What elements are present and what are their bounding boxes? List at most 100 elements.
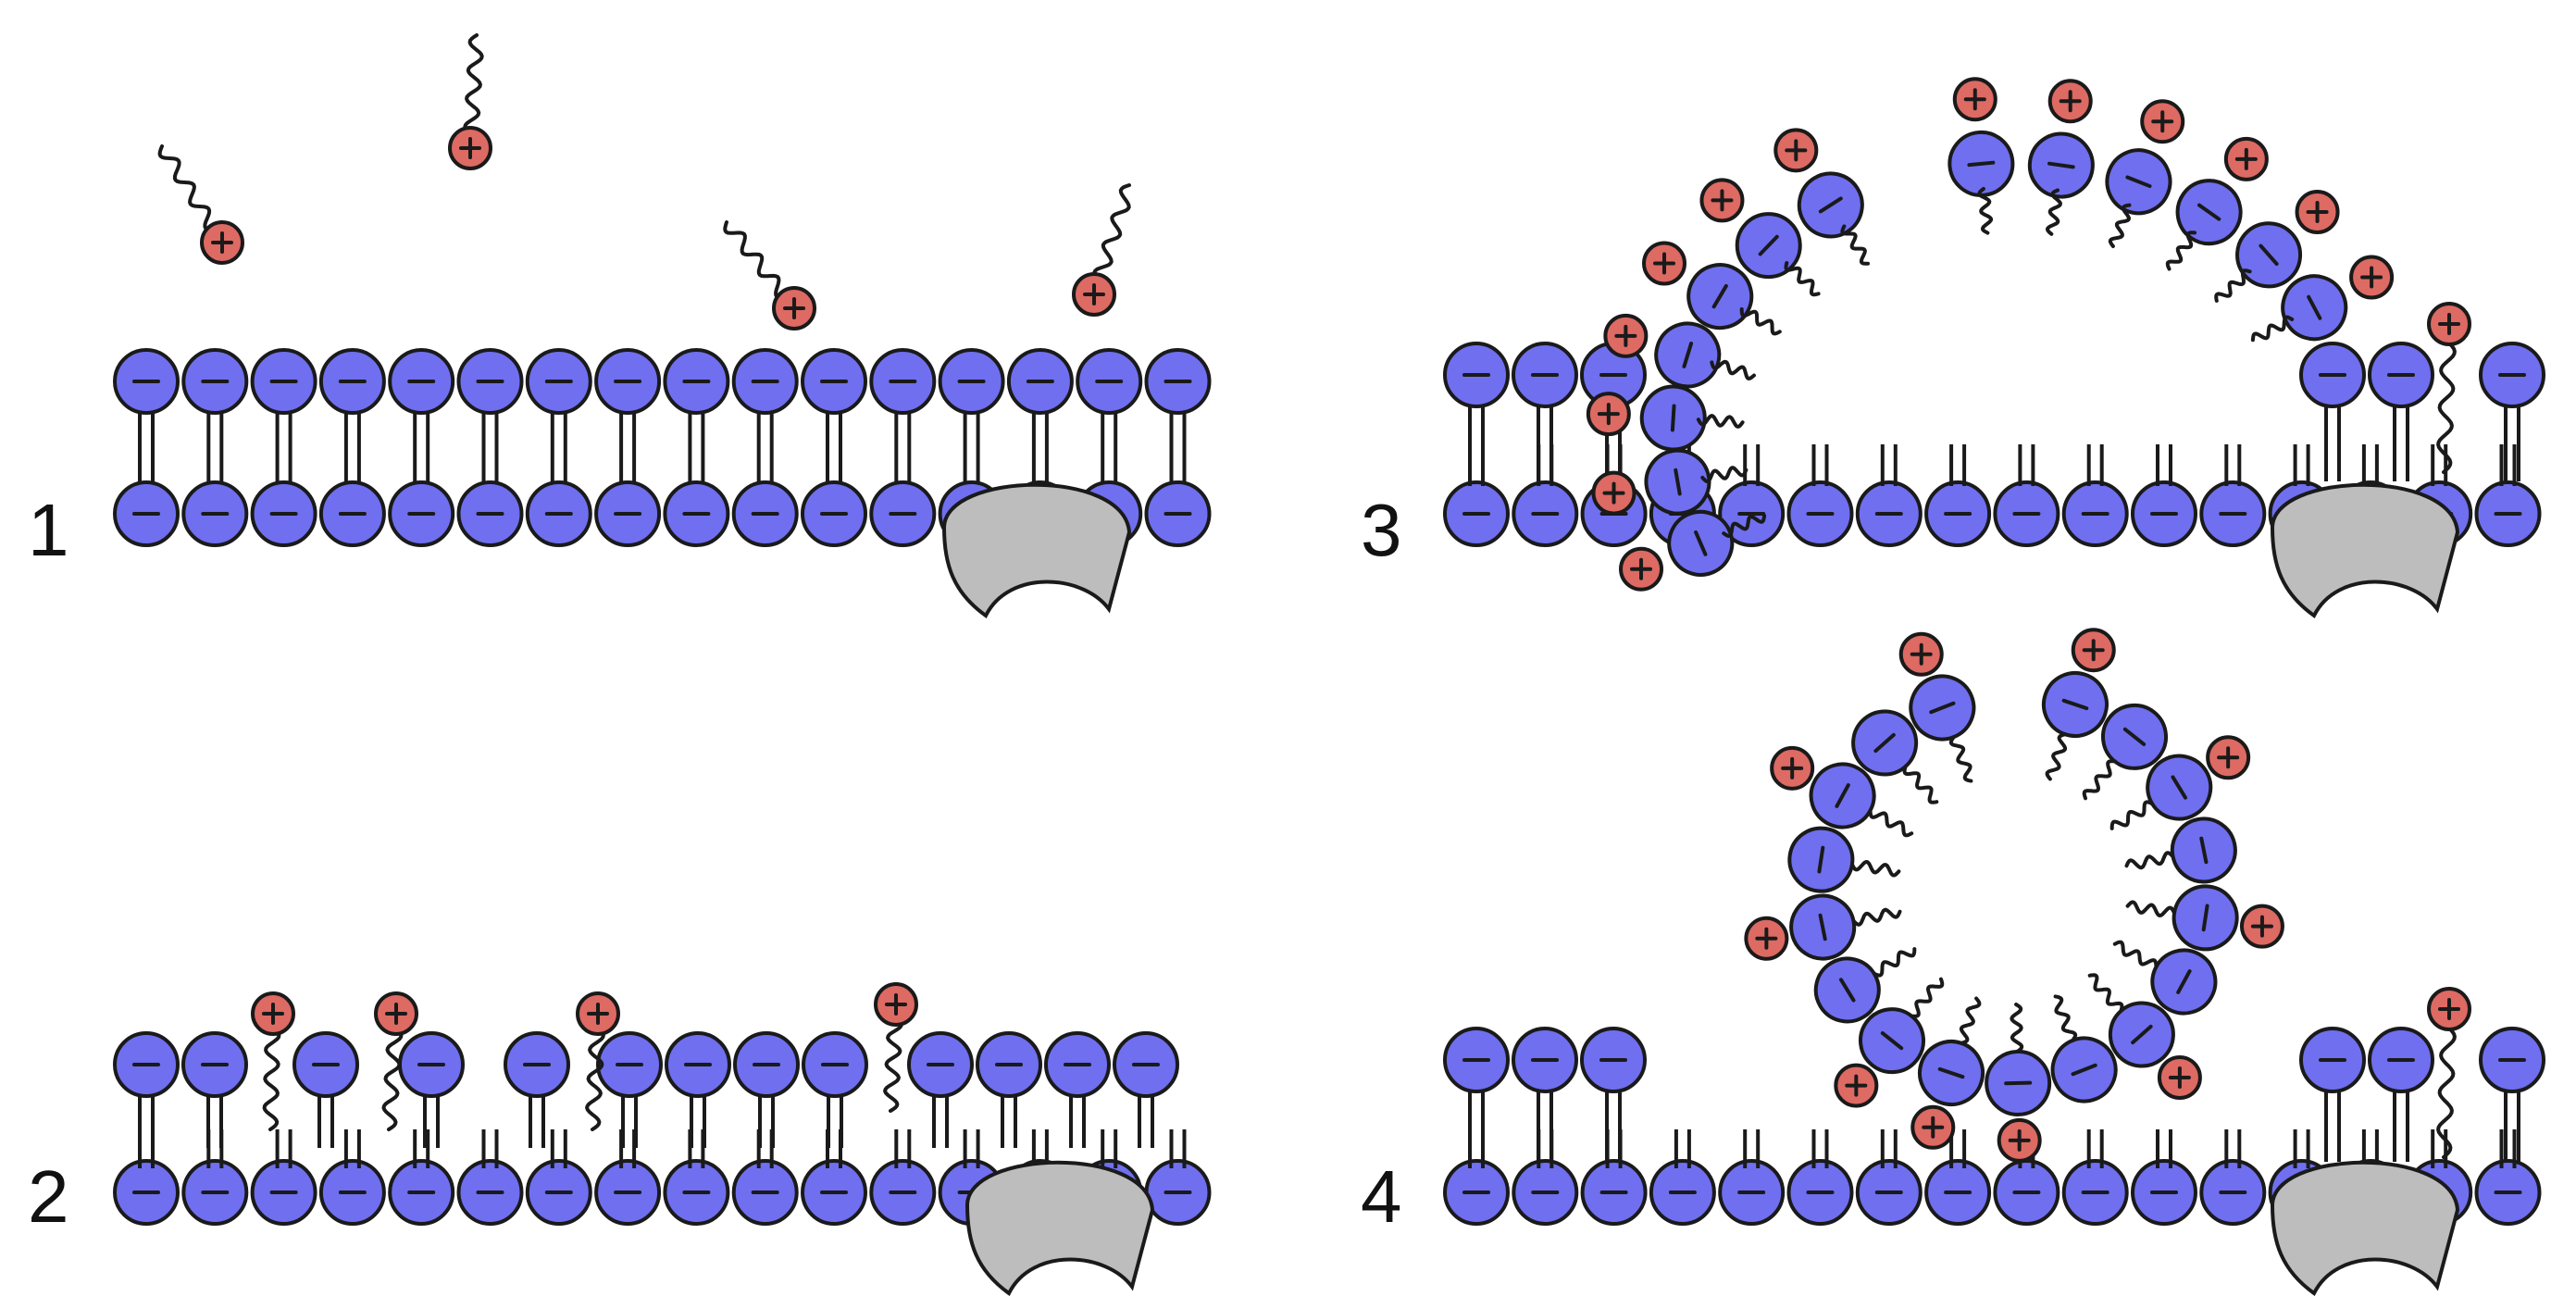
peptide-head-micelle: [1770, 745, 1815, 791]
lipid-tails: [2086, 444, 2104, 486]
peptide-head: [251, 991, 295, 1036]
lipid-tail-arc: [1739, 307, 1782, 336]
lipid-head-inner: [663, 480, 730, 547]
lipid-tail-micelle: [2112, 940, 2159, 969]
antimicrobial-peptide: [576, 991, 620, 1131]
lipid-head-inner: [181, 1159, 249, 1226]
panel-4: 4: [1361, 628, 2545, 1296]
panel-label: 1: [28, 489, 69, 571]
lipid-tail-micelle: [2082, 759, 2117, 801]
lipid-head-inner: [1443, 480, 1510, 547]
lipid-head-inner: [250, 1159, 317, 1226]
lipid-head-arc: [2175, 179, 2243, 246]
lipid-head-inner: [2131, 1159, 2197, 1226]
lipid-head-inner: [1718, 1159, 1786, 1226]
lipid-head-outer: [113, 348, 180, 415]
lipid-head-inner: [594, 1159, 662, 1226]
lipid-head-inner: [2061, 1159, 2129, 1226]
lipid-head-micelle: [2050, 1036, 2118, 1103]
lipid-head-inner: [1993, 1159, 2060, 1226]
lipid-head-inner: [801, 1159, 867, 1226]
lipid-head-outer: [181, 348, 249, 415]
lipid-head-outer: [1113, 1031, 1179, 1098]
lipid-tails: [2324, 407, 2341, 481]
lipid-tails: [2156, 1129, 2172, 1168]
lipid-tails: [1537, 1092, 1553, 1162]
lipid-head-inner: [1718, 480, 1786, 547]
lipid-head-outer: [292, 1031, 359, 1098]
lipid-head-micelle: [2172, 884, 2239, 952]
peptide-head-arc: [2047, 79, 2093, 124]
lipid-head-arc: [2027, 131, 2095, 199]
lipid-head-inner: [1855, 480, 1923, 547]
peptide-head: [874, 982, 918, 1027]
lipid-head-arc: [1948, 130, 2015, 197]
lipid-head-arc: [1644, 448, 1711, 516]
lipid-head-outer: [976, 1031, 1042, 1098]
lipid-head-outer: [1443, 342, 1510, 408]
lipid-head-inner: [388, 480, 455, 547]
lipid-tails: [932, 1092, 949, 1148]
lipid-tails: [2431, 444, 2448, 486]
lipid-tails: [894, 1129, 912, 1168]
antimicrobial-peptide: [2427, 302, 2471, 474]
lipid-head-arc: [1667, 509, 1735, 577]
lipid-head-outer: [2479, 342, 2545, 408]
lipid-tails: [1101, 1129, 1118, 1168]
lipid-head-outer: [1006, 348, 1074, 415]
peptide-head-micelle: [2206, 735, 2251, 780]
antimicrobial-peptide: [374, 991, 418, 1131]
lipid-tail-micelle: [1868, 808, 1914, 838]
lipid-tails: [343, 407, 361, 483]
lipid-tail-micelle: [1851, 907, 1902, 927]
lipid-tails: [413, 407, 430, 483]
lipid-tails: [1743, 1129, 1761, 1168]
lipid-head-outer: [1076, 348, 1143, 415]
lipid-tails: [423, 1092, 440, 1148]
lipid-head-outer: [733, 1031, 800, 1098]
lipid-tails: [1743, 444, 1761, 486]
lipid-head-inner: [663, 1159, 730, 1226]
lipid-tails: [2431, 1129, 2448, 1168]
lipid-head-outer: [181, 1031, 248, 1098]
lipid-head-outer: [1144, 348, 1212, 415]
antimicrobial-peptide: [723, 220, 816, 330]
lipid-head-outer: [1044, 1031, 1111, 1098]
lipid-head-inner: [250, 480, 317, 547]
lipid-head-inner: [525, 480, 592, 547]
lipid-head-micelle: [1851, 709, 1919, 777]
lipid-head-micelle: [1813, 956, 1881, 1024]
lipid-head-outer: [596, 1031, 663, 1098]
peptide-head-micelle: [2239, 904, 2284, 949]
lipid-tail-micelle: [1872, 947, 1917, 978]
lipid-head-outer: [594, 348, 662, 415]
lipid-tails: [529, 1092, 545, 1148]
peptide-head: [772, 286, 816, 330]
lipid-head-outer: [1443, 1027, 1510, 1093]
peptide-head-arc: [2349, 255, 2395, 300]
lipid-tails: [1468, 444, 1485, 486]
lipid-head-inner: [1649, 1159, 1716, 1226]
panel-label: 3: [1361, 489, 1402, 571]
lipid-tails: [963, 1129, 980, 1168]
lipid-head-inner: [113, 1159, 180, 1226]
lipid-tails: [206, 1092, 223, 1148]
lipid-head-inner: [1512, 480, 1579, 547]
lipid-tail-arc: [1710, 359, 1756, 380]
peptide-head-arc: [1603, 313, 1649, 358]
lipid-tail-arc: [1784, 261, 1821, 297]
lipid-head-inner: [1855, 1159, 1923, 1226]
lipid-tails: [2499, 444, 2517, 486]
peptide-head-micelle: [1997, 1117, 2042, 1163]
lipid-tail-arc: [2250, 315, 2295, 343]
peptide-tail: [2436, 1007, 2457, 1159]
lipid-head-outer: [250, 348, 317, 415]
lipid-head-outer: [907, 1031, 974, 1098]
lipid-head-micelle: [2170, 817, 2237, 884]
lipid-tails: [2393, 407, 2409, 481]
lipid-head-arc: [1686, 263, 1754, 330]
lipid-tails: [826, 407, 842, 483]
lipid-tails: [2018, 444, 2035, 486]
lipid-head-outer: [525, 348, 592, 415]
lipid-head-outer: [2368, 1027, 2434, 1093]
